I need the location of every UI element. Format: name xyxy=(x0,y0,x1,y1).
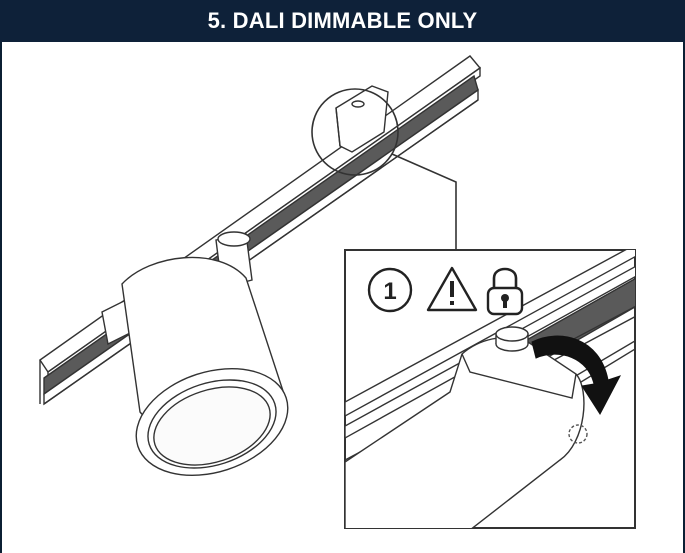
step-number: 1 xyxy=(383,278,396,305)
track-adapter xyxy=(335,85,389,153)
section-title: 5. DALI DIMMABLE ONLY xyxy=(207,8,478,33)
warning-icon xyxy=(426,266,478,312)
spotlight-fixture xyxy=(101,231,289,477)
installation-diagram: 1 xyxy=(39,55,636,529)
step-number-badge: 1 xyxy=(367,267,413,313)
padlock-icon xyxy=(486,267,524,316)
detail-leader-line xyxy=(391,153,457,250)
rotate-arrow-icon xyxy=(531,335,622,415)
section-header: 5. DALI DIMMABLE ONLY xyxy=(0,0,685,42)
detail-magnifier-circle xyxy=(311,88,399,176)
detail-callout: 1 xyxy=(344,249,636,529)
